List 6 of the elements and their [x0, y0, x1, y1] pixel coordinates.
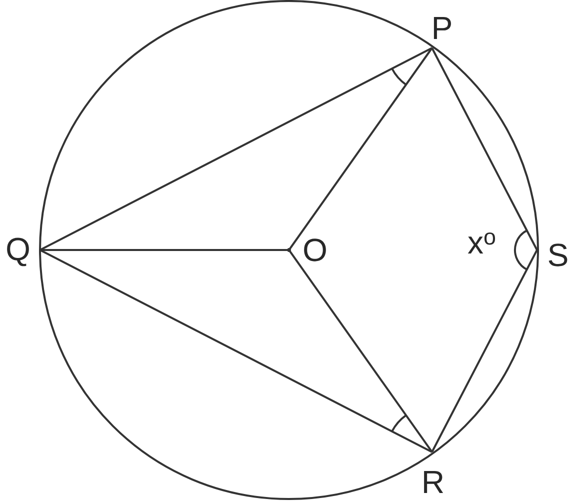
point-label: O	[304, 238, 326, 262]
point-label: S	[548, 244, 568, 266]
point-label: R	[424, 471, 444, 493]
point-label: x$^{o}$	[468, 232, 496, 254]
point-label: P	[434, 17, 451, 39]
point-label: Q	[7, 238, 29, 266]
